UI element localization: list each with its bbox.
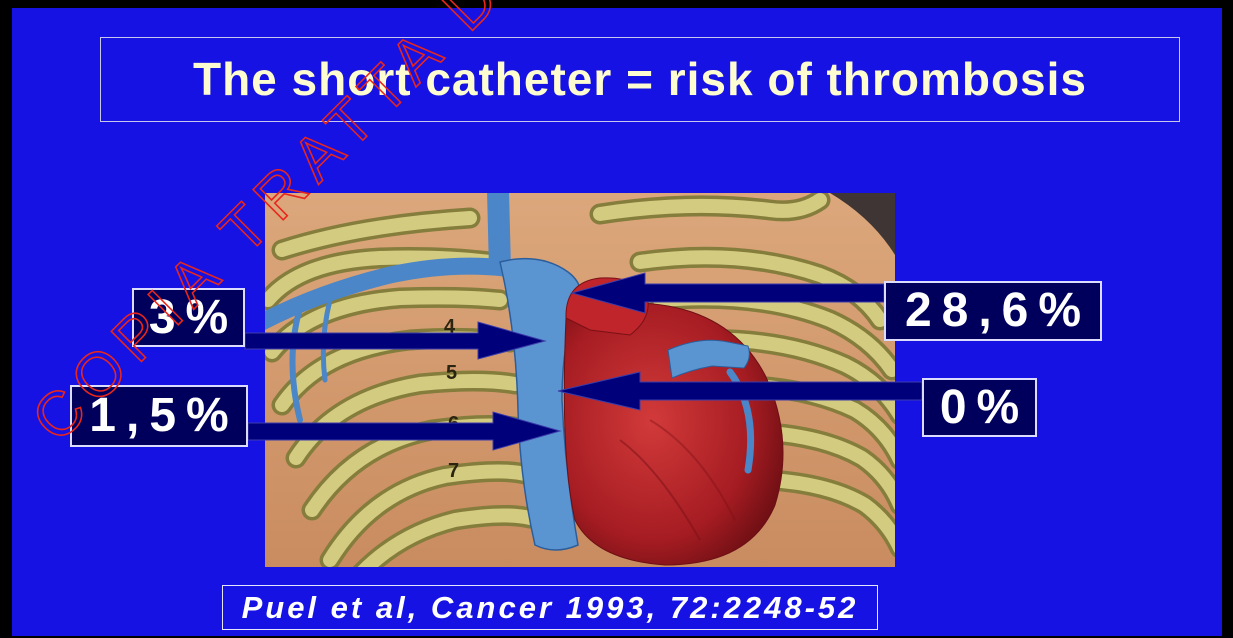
label-upper-right: 28,6% xyxy=(884,281,1102,341)
slide-title: The short catheter = risk of thrombosis xyxy=(193,53,1087,105)
citation-text: Puel et al, Cancer 1993, 72:2248-52 xyxy=(242,590,859,625)
label-lower-right: 0% xyxy=(922,378,1037,437)
rib-number: 5 xyxy=(446,362,457,384)
rib-number: 7 xyxy=(448,460,459,482)
label-lower-left: 1,5% xyxy=(70,385,248,447)
jugular-vein xyxy=(498,190,500,270)
label-upper-left: 3% xyxy=(132,288,245,347)
citation-box: Puel et al, Cancer 1993, 72:2248-52 xyxy=(222,585,878,630)
title-box: The short catheter = risk of thrombosis xyxy=(100,37,1180,122)
